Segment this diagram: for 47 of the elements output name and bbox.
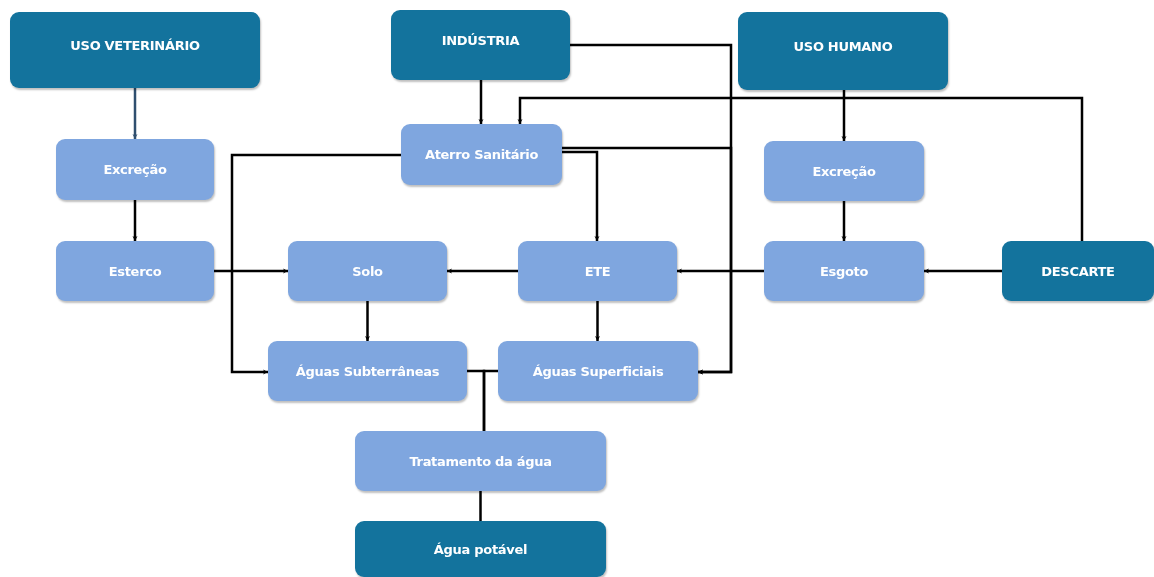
box-label: Excreção [812, 163, 876, 179]
process-box [764, 241, 924, 301]
box-label: Esterco [108, 263, 162, 279]
process-box [56, 139, 214, 200]
box-label: Águas Subterrâneas [295, 363, 440, 379]
box-label: Água potável [433, 541, 528, 557]
source-box [1002, 241, 1154, 301]
box-label: INDÚSTRIA [441, 32, 520, 48]
process-box [56, 241, 214, 301]
box-label: Solo [352, 263, 383, 279]
source-box [355, 521, 606, 577]
process-box [498, 341, 698, 401]
arrow [447, 268, 518, 274]
arrow [132, 200, 138, 241]
process-box [268, 341, 467, 401]
process-box [288, 241, 447, 301]
box-label: Esgoto [819, 263, 869, 279]
process-box [518, 241, 677, 301]
arrow [562, 146, 733, 375]
arrow [841, 90, 847, 141]
box-label: Tratamento da água [409, 453, 552, 469]
arrow [595, 301, 600, 341]
source-box [10, 12, 260, 88]
process-box [355, 431, 606, 491]
arrow [924, 268, 1002, 274]
process-box [764, 141, 924, 201]
box-label: DESCARTE [1041, 263, 1115, 279]
arrow [841, 201, 847, 241]
arrow [365, 301, 370, 341]
arrow [677, 268, 764, 274]
box-label: Águas Superficiais [532, 363, 664, 379]
source-box [391, 10, 570, 80]
connector-line [479, 491, 482, 521]
arrow [517, 96, 1084, 241]
arrow [478, 80, 484, 124]
box-label: Excreção [103, 162, 167, 177]
box-label: ETE [584, 263, 611, 279]
source-box [738, 12, 948, 90]
box-label: USO VETERINÁRIO [70, 37, 200, 53]
connector-line [482, 369, 498, 431]
arrow [132, 88, 138, 139]
arrow [230, 153, 401, 375]
process-box [401, 124, 562, 185]
box-label: Aterro Sanitário [424, 147, 539, 162]
arrow [214, 268, 288, 274]
box-label: USO HUMANO [793, 38, 893, 54]
arrow [562, 150, 600, 241]
